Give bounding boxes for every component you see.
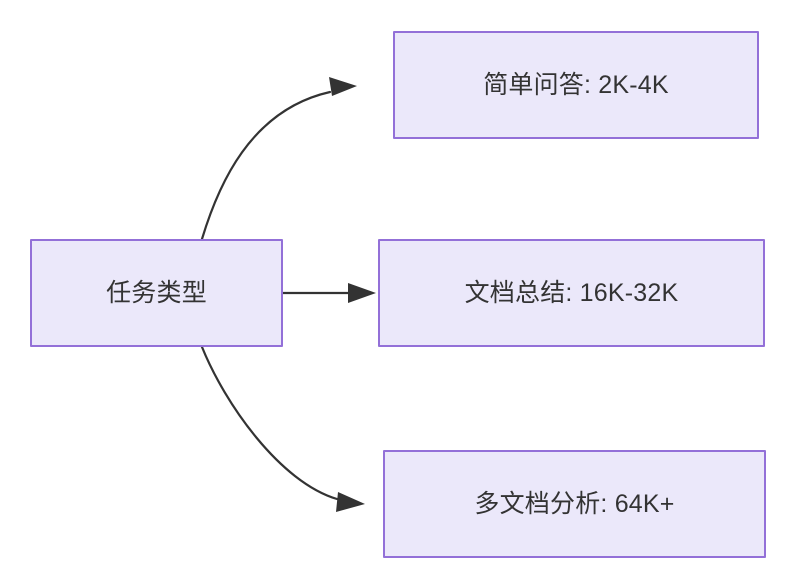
arrowhead-simple-qa-icon <box>329 77 357 96</box>
node-doc-summary[interactable]: 文档总结: 16K-32K <box>378 239 765 347</box>
node-multi-doc-label: 多文档分析: 64K+ <box>474 490 675 518</box>
node-simple-qa-label: 简单问答: 2K-4K <box>483 71 669 99</box>
edge-path-multi-doc <box>200 345 339 501</box>
edge-path-simple-qa <box>200 90 332 241</box>
node-doc-summary-label: 文档总结: 16K-32K <box>464 279 679 307</box>
node-task-type[interactable]: 任务类型 <box>30 239 283 347</box>
node-simple-qa[interactable]: 简单问答: 2K-4K <box>393 31 759 139</box>
arrowhead-multi-doc-icon <box>336 492 365 512</box>
node-multi-doc[interactable]: 多文档分析: 64K+ <box>383 450 766 558</box>
edge-source-to-doc-summary <box>281 283 376 303</box>
edge-source-to-simple-qa <box>200 77 357 241</box>
node-task-type-label: 任务类型 <box>106 279 207 307</box>
arrowhead-doc-summary-icon <box>348 283 376 303</box>
edge-source-to-multi-doc <box>200 345 365 512</box>
